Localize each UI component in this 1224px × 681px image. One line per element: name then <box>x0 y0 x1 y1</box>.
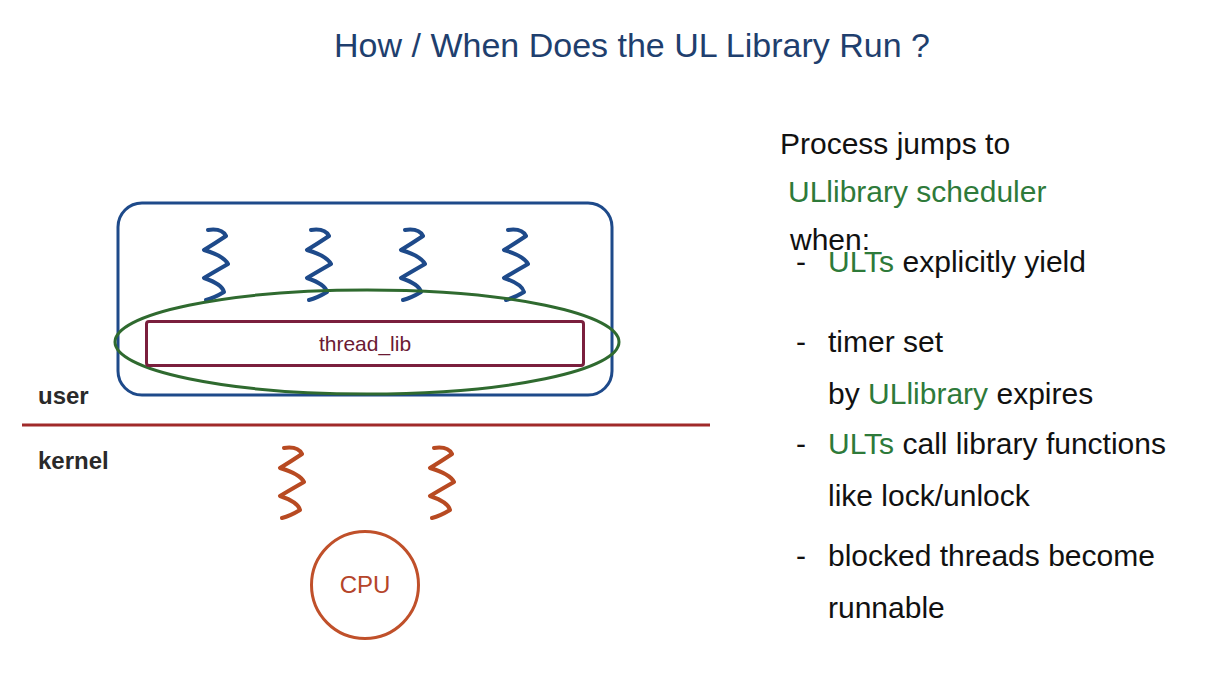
bullet-dash: - <box>796 530 806 582</box>
note-text: explicitly yield <box>903 245 1086 278</box>
bullet-item: -ULTscall library functions like lock/un… <box>828 418 1214 522</box>
node-text: thread_lib <box>319 332 411 356</box>
cpu-circle: CPU <box>310 530 420 640</box>
library-box: thread_lib <box>145 320 585 367</box>
bullet-item: -timer set byULlibraryexpires <box>828 316 1214 420</box>
bullet-item: -ULTsexplicitly yield <box>828 236 1214 288</box>
highlight-term: ULTs <box>828 427 894 460</box>
note-line: Process jumps to <box>780 118 1210 170</box>
highlight-term: ULlibrary <box>868 377 988 410</box>
node-text: CPU <box>340 571 391 599</box>
layer-label: kernel <box>38 447 109 475</box>
highlight-term: ULTs <box>828 245 894 278</box>
diagram-title: How / When Does the UL Library Run ? <box>0 26 1224 65</box>
kernel-threads <box>280 448 454 518</box>
note-text: Process jumps to <box>780 127 1010 160</box>
bullet-dash: - <box>796 316 806 368</box>
note-text: expires <box>997 377 1094 410</box>
layer-label: user <box>38 382 89 410</box>
highlight-term: ULlibrary scheduler <box>788 175 1046 208</box>
library-ellipse <box>115 290 619 394</box>
process-outline <box>118 203 612 395</box>
bullet-dash: - <box>796 236 806 288</box>
bullet-dash: - <box>796 418 806 470</box>
note-line: ULlibrary scheduler <box>788 166 1218 218</box>
note-text: blocked threads become runnable <box>828 539 1155 624</box>
bullet-item: -blocked threads become runnable <box>828 530 1214 634</box>
user-kernel-divider <box>22 424 710 427</box>
